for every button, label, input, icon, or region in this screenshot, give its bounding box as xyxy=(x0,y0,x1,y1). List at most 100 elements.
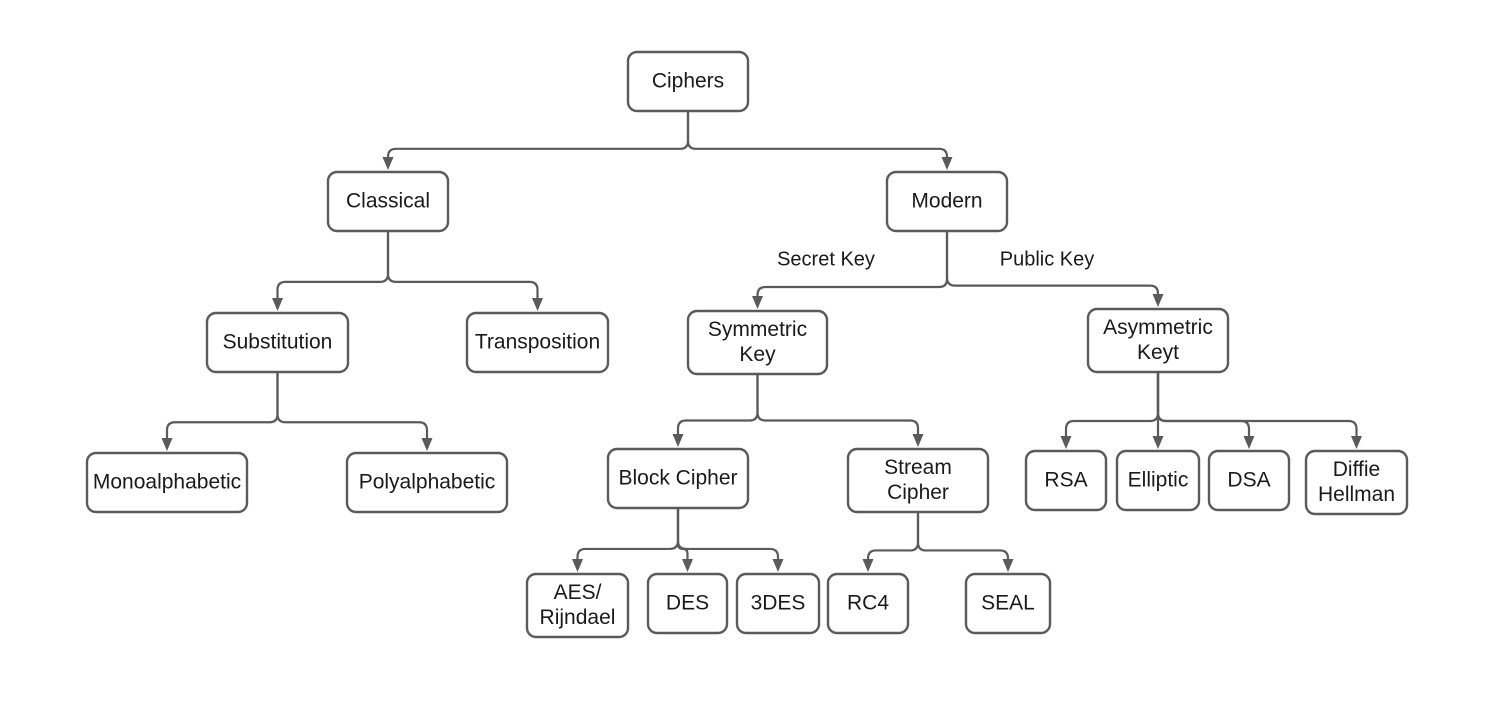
edge-line-monoalphabetic xyxy=(165,370,279,440)
edge-aes-rijndael xyxy=(572,506,680,572)
node-box-ciphers[interactable] xyxy=(626,50,750,113)
edge-arrowhead-classical xyxy=(382,157,394,170)
node-block-cipher[interactable]: Block Cipher xyxy=(606,447,750,510)
edge-des xyxy=(676,506,693,572)
edge-stream-cipher xyxy=(756,372,924,447)
edge-polyalphabetic xyxy=(276,370,433,451)
node-modern[interactable]: Modern xyxy=(885,170,1009,233)
node-3des[interactable]: 3DES xyxy=(735,572,821,635)
node-substitution[interactable]: Substitution xyxy=(205,311,350,374)
node-box-diffie-hellman[interactable] xyxy=(1304,449,1409,516)
node-box-rc4[interactable] xyxy=(826,572,910,635)
node-box-symmetric[interactable] xyxy=(686,309,829,376)
edge-seal xyxy=(916,510,1014,572)
edge-line-symmetric xyxy=(756,229,949,298)
edge-line-des xyxy=(676,506,689,561)
node-elliptic[interactable]: Elliptic xyxy=(1115,449,1201,512)
node-box-des[interactable] xyxy=(646,572,729,635)
node-label-seal: SEAL xyxy=(981,591,1035,614)
node-aes-rijndael[interactable]: AES/Rijndael xyxy=(525,572,630,639)
node-label-transposition: Transposition xyxy=(475,330,600,353)
node-box-modern[interactable] xyxy=(885,170,1009,233)
edge-line-diffie-hellman xyxy=(1156,370,1358,438)
edge-line-polyalphabetic xyxy=(276,370,429,440)
node-classical[interactable]: Classical xyxy=(326,170,450,233)
node-label-rc4: RC4 xyxy=(847,591,889,614)
node-box-seal[interactable] xyxy=(964,572,1052,635)
node-box-transposition[interactable] xyxy=(465,311,610,374)
node-box-substitution[interactable] xyxy=(205,311,350,374)
edge-transposition xyxy=(386,229,543,311)
edge-line-dsa xyxy=(1156,370,1251,438)
node-label-modern: Modern xyxy=(911,189,982,212)
edge-arrowhead-polyalphabetic xyxy=(421,438,433,451)
node-label-rsa: RSA xyxy=(1044,468,1087,491)
edge-classical xyxy=(382,109,690,170)
edge-line-rc4 xyxy=(866,510,920,561)
node-label-dsa: DSA xyxy=(1227,468,1270,491)
node-box-block-cipher[interactable] xyxy=(606,447,750,510)
edge-monoalphabetic xyxy=(161,370,279,451)
edge-arrowhead-rsa xyxy=(1060,436,1072,449)
node-transposition[interactable]: Transposition xyxy=(465,311,610,374)
edge-rc4 xyxy=(862,510,920,572)
node-box-asymmetric[interactable] xyxy=(1086,307,1230,374)
edges-layer xyxy=(161,109,1362,572)
node-dsa[interactable]: DSA xyxy=(1207,449,1291,512)
node-label-classical: Classical xyxy=(346,189,430,212)
node-label-substitution: Substitution xyxy=(223,330,333,353)
edge-line-classical xyxy=(386,109,690,159)
edge-arrowhead-transposition xyxy=(532,298,543,311)
node-box-aes-rijndael[interactable] xyxy=(525,572,630,639)
edge-arrowhead-asymmetric xyxy=(1152,294,1164,307)
node-box-polyalphabetic[interactable] xyxy=(345,451,509,514)
edge-arrowhead-block-cipher xyxy=(672,434,684,447)
node-label-polyalphabetic: Polyalphabetic xyxy=(359,470,496,493)
edge-line-substitution xyxy=(276,229,390,300)
node-label-aes-rijndael: AES/Rijndael xyxy=(540,581,616,629)
edge-arrowhead-3des xyxy=(772,559,784,572)
node-rc4[interactable]: RC4 xyxy=(826,572,910,635)
node-box-dsa[interactable] xyxy=(1207,449,1291,512)
node-seal[interactable]: SEAL xyxy=(964,572,1052,635)
node-rsa[interactable]: RSA xyxy=(1024,449,1108,512)
public-key-label: Public Key xyxy=(1000,248,1095,270)
node-box-stream-cipher[interactable] xyxy=(846,447,990,514)
node-box-classical[interactable] xyxy=(326,170,450,233)
edge-arrowhead-elliptic xyxy=(1152,436,1164,449)
edge-3des xyxy=(676,506,784,572)
edge-arrowhead-symmetric xyxy=(752,296,763,309)
node-polyalphabetic[interactable]: Polyalphabetic xyxy=(345,451,509,514)
edge-line-3des xyxy=(676,506,780,561)
edge-asymmetric xyxy=(945,229,1164,307)
node-monoalphabetic[interactable]: Monoalphabetic xyxy=(85,451,249,514)
node-box-monoalphabetic[interactable] xyxy=(85,451,249,514)
edge-arrowhead-monoalphabetic xyxy=(161,438,173,451)
node-ciphers[interactable]: Ciphers xyxy=(626,50,750,113)
edge-arrowhead-substitution xyxy=(272,298,283,311)
edge-line-rsa xyxy=(1064,370,1160,438)
edge-line-transposition xyxy=(386,229,539,300)
edge-block-cipher xyxy=(672,372,759,447)
node-box-3des[interactable] xyxy=(735,572,821,635)
node-label-block-cipher: Block Cipher xyxy=(618,466,737,489)
node-box-elliptic[interactable] xyxy=(1115,449,1201,512)
edge-modern xyxy=(686,109,953,170)
node-label-elliptic: Elliptic xyxy=(1128,468,1189,491)
node-des[interactable]: DES xyxy=(646,572,729,635)
edge-line-seal xyxy=(916,510,1010,561)
edge-arrowhead-modern xyxy=(941,157,953,170)
edge-arrowhead-dsa xyxy=(1243,436,1255,449)
edge-line-aes-rijndael xyxy=(576,506,680,561)
edge-arrowhead-rc4 xyxy=(862,559,874,572)
node-box-rsa[interactable] xyxy=(1024,449,1108,512)
